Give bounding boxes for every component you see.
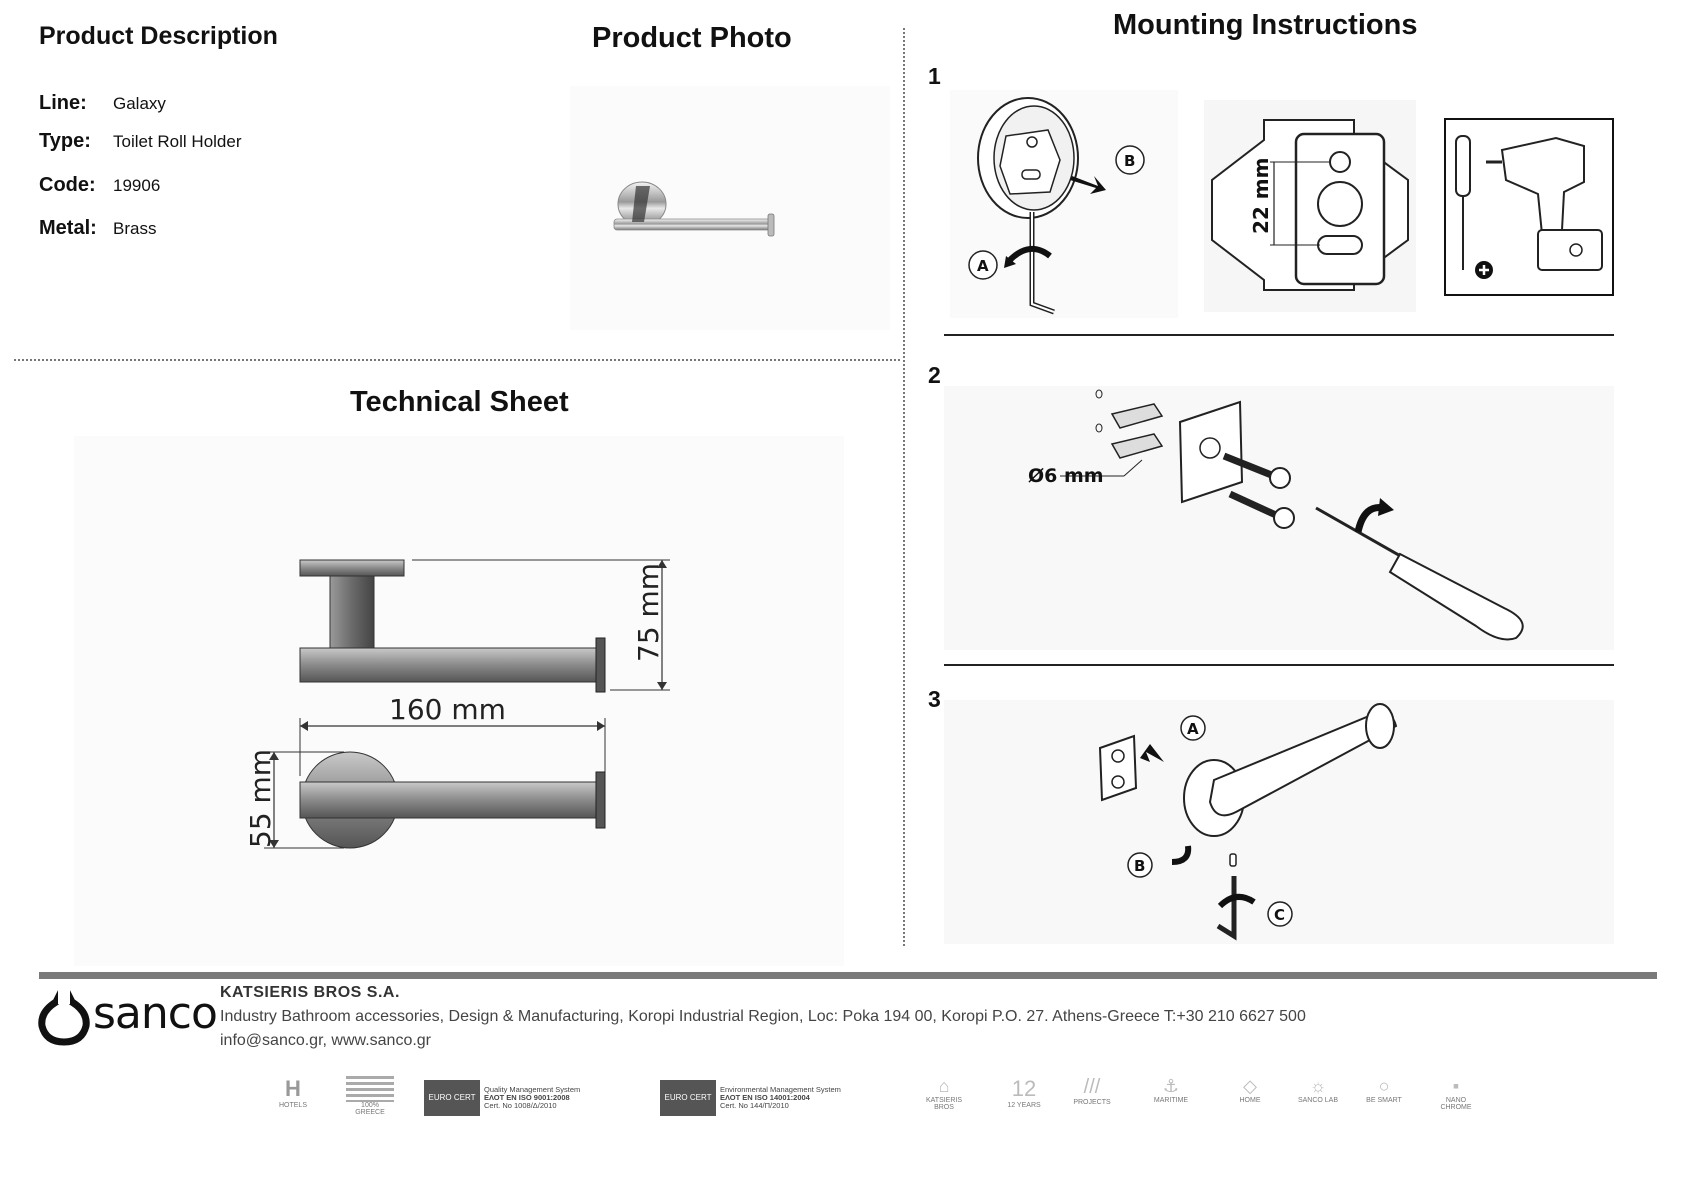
screwdriver-icon xyxy=(1315,506,1524,641)
step2-illustration: Ø6 mm xyxy=(944,386,1614,650)
eurocert-logo: EURO CERT xyxy=(660,1080,716,1116)
spec-key: Line: xyxy=(39,92,87,114)
badge-12-years: 12 12 YEARS xyxy=(1004,1076,1044,1118)
label-a: A xyxy=(977,257,989,275)
sanco-logo xyxy=(36,978,208,1046)
section-divider-vertical xyxy=(903,28,905,946)
spec-key: Code: xyxy=(39,174,96,196)
mounting-plate xyxy=(1098,734,1138,802)
spec-value: Galaxy xyxy=(113,94,166,113)
cert-iso9001: EURO CERT Quality Management System ΕΛΟΤ… xyxy=(424,1080,580,1116)
brand-name: sanco xyxy=(93,988,218,1039)
badge-greece: 100% GREECE xyxy=(346,1076,394,1118)
step-separator xyxy=(944,664,1614,666)
dimension-length: 160 mm xyxy=(389,693,506,726)
projects-icon: /// xyxy=(1083,1076,1101,1098)
spec-key: Metal: xyxy=(39,217,97,239)
nano-icon: ▪ xyxy=(1452,1076,1460,1096)
label-a: A xyxy=(1187,720,1199,738)
technical-sheet-title: Technical Sheet xyxy=(350,386,569,418)
label-c: C xyxy=(1274,906,1285,924)
badge-katsieris: ⌂ KATSIERIS BROS xyxy=(916,1076,972,1118)
screwdriver-icon xyxy=(1455,135,1471,197)
ship-icon: ⚓ xyxy=(1162,1076,1180,1096)
badge-projects: /// PROJECTS xyxy=(1073,1076,1111,1106)
badge-hotels: H HOTELS xyxy=(272,1076,314,1118)
badge-maritime: ⚓ MARITIME xyxy=(1146,1076,1196,1118)
product-description-title: Product Description xyxy=(39,22,278,50)
company-address: Industry Bathroom accessories, Design & … xyxy=(220,1008,1306,1025)
company-contact: info@sanco.gr, www.sanco.gr xyxy=(220,1032,432,1049)
cert-iso14001: EURO CERT Environmental Management Syste… xyxy=(660,1080,841,1116)
be-smart-icon: ○ xyxy=(1378,1076,1390,1096)
hotels-icon: H xyxy=(285,1076,301,1101)
wall-plugs xyxy=(1095,389,1164,459)
spec-value: Toilet Roll Holder xyxy=(113,132,242,151)
badge-nano-chrome: ▪ NANO CHROME xyxy=(1432,1076,1480,1118)
dimension-6mm: Ø6 mm xyxy=(1028,465,1104,487)
step-number: 1 xyxy=(928,63,941,89)
badge-home: ◇ HOME xyxy=(1228,1076,1272,1118)
dimension-height: 75 mm xyxy=(632,563,665,662)
spec-row-type: Type: Toilet Roll Holder xyxy=(39,130,242,153)
top-view: 160 mm 55 mm xyxy=(244,693,606,849)
lightbulb-icon: ☼ xyxy=(1309,1076,1327,1096)
dimension-diameter: 55 mm xyxy=(244,749,277,848)
spec-value: 19906 xyxy=(113,176,161,195)
step1-bracket-illustration: B A xyxy=(950,90,1178,318)
step1-plate-dimension: 22 mm xyxy=(1204,100,1416,312)
eurocert-logo: EURO CERT xyxy=(424,1080,480,1116)
company-name: KATSIERIS BROS S.A. xyxy=(220,984,400,1001)
label-b: B xyxy=(1134,857,1145,875)
drop-logo-icon xyxy=(38,978,90,1046)
twelve-icon: 12 xyxy=(1011,1076,1037,1101)
toilet-roll-holder-image xyxy=(613,181,775,237)
footer-bar xyxy=(39,972,1657,979)
step3-illustration: A B C xyxy=(944,700,1614,944)
spec-key: Type: xyxy=(39,130,91,152)
mounting-instructions-title: Mounting Instructions xyxy=(1113,9,1418,41)
mounting-plate xyxy=(1178,400,1244,504)
badge-be-smart: ○ BE SMART xyxy=(1362,1076,1406,1118)
roof-icon: ⌂ xyxy=(938,1076,950,1096)
step-number: 2 xyxy=(928,362,941,388)
step-separator xyxy=(944,334,1614,336)
spec-row-line: Line: Galaxy xyxy=(39,92,166,115)
spec-value: Brass xyxy=(113,219,157,238)
drill-icon xyxy=(1486,136,1603,271)
step1-tools xyxy=(1444,118,1614,296)
dimension-22mm: 22 mm xyxy=(1249,158,1273,234)
spec-row-code: Code: 19906 xyxy=(39,174,160,197)
spec-row-metal: Metal: Brass xyxy=(39,217,156,240)
step-number: 3 xyxy=(928,686,941,712)
greek-flag-icon xyxy=(346,1076,394,1102)
section-divider-horizontal xyxy=(14,359,900,361)
home-icon: ◇ xyxy=(1243,1076,1257,1096)
badge-sanco-lab: ☼ SANCO LAB xyxy=(1297,1076,1339,1104)
label-b: B xyxy=(1124,152,1135,170)
side-view: 75 mm xyxy=(299,559,670,693)
technical-drawing: 75 mm 160 mm 55 mm xyxy=(74,436,844,966)
technical-drawing-svg: 75 mm 160 mm 55 mm xyxy=(244,559,670,849)
product-photo-title: Product Photo xyxy=(592,22,792,54)
product-photo xyxy=(570,86,890,330)
